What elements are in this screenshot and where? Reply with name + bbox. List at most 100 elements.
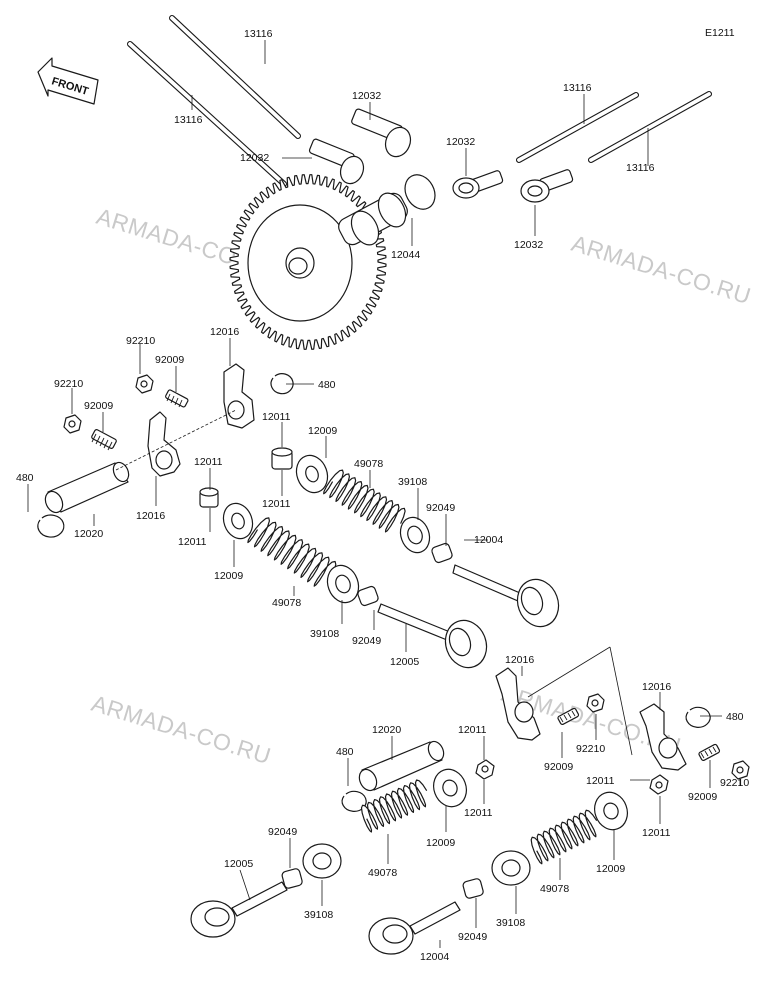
part-labels: 13116 13116 13116 13116 12032 12032 1203… xyxy=(16,28,749,963)
part-label: 12009 xyxy=(426,837,455,849)
part-label: 39108 xyxy=(310,628,339,640)
push-rod xyxy=(127,41,287,187)
valve-stem-seal xyxy=(281,868,303,889)
nut xyxy=(731,760,750,780)
part-label: 12004 xyxy=(474,534,503,546)
spring-retainer xyxy=(491,850,531,886)
part-label: 480 xyxy=(336,746,354,758)
part-label: 12011 xyxy=(178,536,207,548)
watermark-text: ARMADA-CO.RU xyxy=(89,690,275,769)
part-label: 39108 xyxy=(304,909,333,921)
part-label: 49078 xyxy=(272,597,301,609)
front-arrow-icon: FRONT xyxy=(37,57,99,105)
valve-set-lower-left xyxy=(190,768,467,938)
part-label: 480 xyxy=(318,379,336,391)
part-label: 49078 xyxy=(540,883,569,895)
part-label: 12009 xyxy=(308,425,337,437)
part-label: 13116 xyxy=(626,162,655,174)
part-label: 92009 xyxy=(155,354,184,366)
part-label: 12011 xyxy=(458,724,487,736)
lifter xyxy=(452,170,504,199)
adjuster-screw xyxy=(698,743,721,762)
rocker-assembly-upper xyxy=(37,363,294,538)
part-label: 12011 xyxy=(262,411,291,423)
part-label: 12016 xyxy=(505,654,534,666)
bushing xyxy=(199,487,219,508)
part-label: 92009 xyxy=(688,791,717,803)
push-rod xyxy=(169,15,301,139)
rocker-arm xyxy=(223,363,255,429)
valve-spring xyxy=(323,469,406,533)
adjuster-screw xyxy=(165,389,189,408)
part-label: 12016 xyxy=(210,326,239,338)
part-label: 39108 xyxy=(398,476,427,488)
part-label: 92049 xyxy=(426,502,455,514)
circlip xyxy=(685,706,711,728)
part-label: 92009 xyxy=(84,400,113,412)
spring-seat xyxy=(295,454,329,494)
part-label: 12009 xyxy=(596,863,625,875)
valve-set-upper-left xyxy=(222,502,488,669)
part-label: 12009 xyxy=(214,570,243,582)
valve-spring xyxy=(360,779,428,833)
nut xyxy=(475,759,495,780)
adjuster-screw xyxy=(91,429,117,451)
part-label: 13116 xyxy=(174,114,203,126)
valve-stem-seal xyxy=(357,585,379,607)
part-label: 12032 xyxy=(446,136,475,148)
nut xyxy=(63,414,82,434)
circlip xyxy=(270,373,294,395)
part-label: 480 xyxy=(16,472,34,484)
part-label: 12020 xyxy=(372,724,401,736)
adjuster-screw xyxy=(557,707,580,726)
nut xyxy=(135,374,154,394)
push-rods xyxy=(127,15,712,187)
leader-lines xyxy=(27,40,741,948)
part-label: 92049 xyxy=(352,635,381,647)
valve-spring xyxy=(530,809,598,865)
bushing xyxy=(271,447,293,470)
part-label: 92210 xyxy=(720,777,749,789)
part-label: 12032 xyxy=(240,152,269,164)
push-rod xyxy=(516,92,639,163)
part-label: 12004 xyxy=(420,951,449,963)
push-rod xyxy=(588,91,712,163)
part-label: 92210 xyxy=(126,335,155,347)
part-label: 12011 xyxy=(262,498,291,510)
part-label: 12044 xyxy=(391,249,420,261)
part-label: 49078 xyxy=(354,458,383,470)
nut xyxy=(586,693,605,713)
part-label: 480 xyxy=(726,711,744,723)
part-label: 92009 xyxy=(544,761,573,773)
rocker-arm xyxy=(147,411,181,477)
part-label: 12011 xyxy=(642,827,671,839)
spring-retainer xyxy=(326,564,360,604)
valve-set-lower-right xyxy=(368,791,628,955)
valve xyxy=(452,564,560,628)
valve-stem-seal xyxy=(431,542,453,564)
part-label: 12005 xyxy=(390,656,419,668)
rocker-shaft xyxy=(358,740,445,792)
part-label: 92210 xyxy=(576,743,605,755)
spring-seat xyxy=(433,768,467,808)
part-label: 12011 xyxy=(464,807,493,819)
diagram-code: E1211 xyxy=(705,27,735,39)
watermark-text: ARMADA-CO.RU xyxy=(569,230,755,309)
part-label: 12032 xyxy=(352,90,381,102)
valve xyxy=(368,901,461,955)
part-label: 92049 xyxy=(268,826,297,838)
camshaft-gear xyxy=(229,174,436,350)
part-label: 12020 xyxy=(74,528,103,540)
part-label: 13116 xyxy=(563,82,592,94)
circlip xyxy=(37,514,65,538)
part-label: 12011 xyxy=(586,775,615,787)
part-label: 12032 xyxy=(514,239,543,251)
valve-set-upper-right xyxy=(295,454,560,628)
valve xyxy=(377,603,488,669)
rocker-arm xyxy=(639,703,687,771)
rocker-assembly-lower xyxy=(341,646,750,812)
lifter xyxy=(351,108,412,158)
part-label: 92049 xyxy=(458,931,487,943)
part-label: 13116 xyxy=(244,28,273,40)
